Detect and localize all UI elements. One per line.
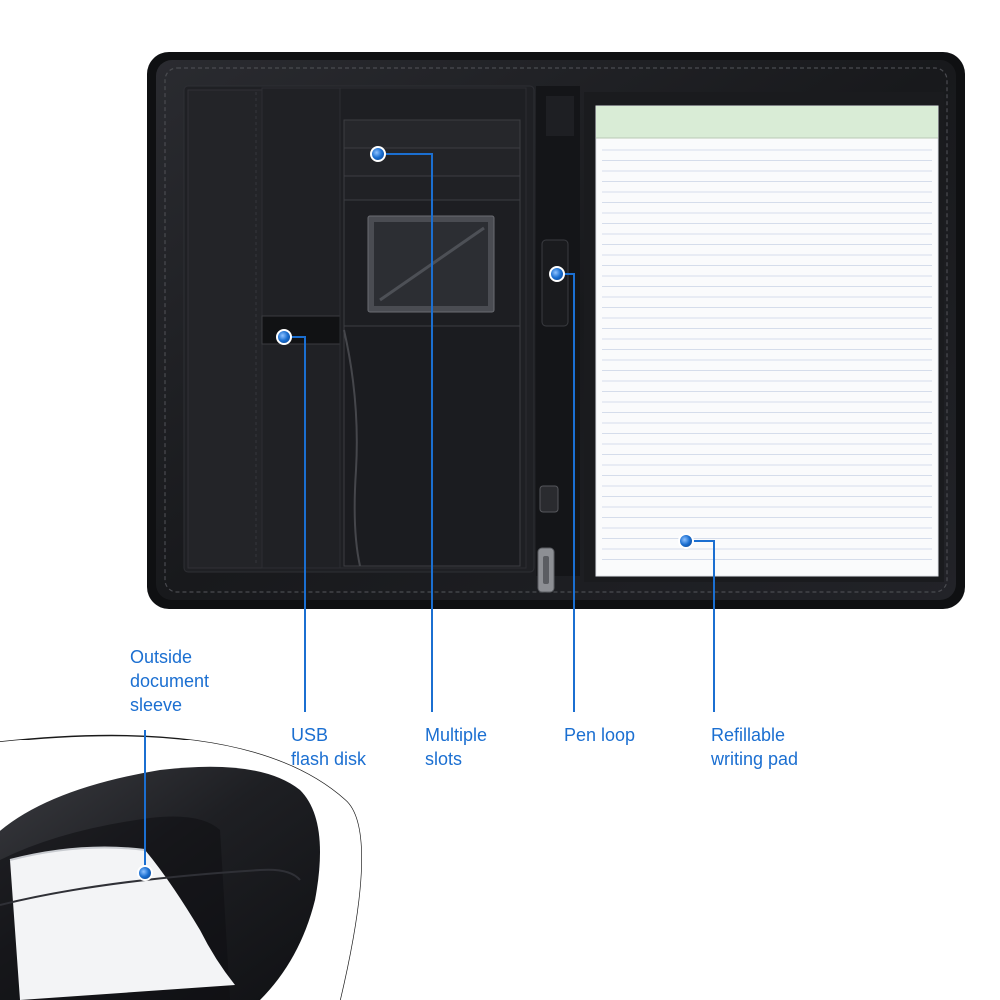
- callout-refillable-writing-pad: Refillable writing pad: [711, 725, 799, 769]
- callout-multiple-slots: Multiple slots: [425, 725, 488, 769]
- callout-dot-icon: [276, 329, 292, 345]
- leader-slots: [378, 153, 433, 712]
- writing-pad: [584, 92, 944, 582]
- sleeve-inset: [0, 734, 363, 1000]
- callout-pen-loop: Pen loop: [564, 725, 636, 745]
- left-panel: [183, 85, 535, 573]
- spine: [536, 86, 580, 593]
- leader-pad: [686, 540, 715, 712]
- callout-dots: [137, 146, 694, 881]
- callout-dot-icon: [370, 146, 386, 162]
- callout-outside-document-sleeve: Outside document sleeve: [130, 647, 210, 715]
- zipper-pull: [539, 485, 559, 513]
- sleeve-papers: [10, 847, 235, 1000]
- callout-dot-icon: [678, 533, 694, 549]
- writing-pad-header: [596, 106, 938, 138]
- writing-pad-lines: [602, 149, 932, 560]
- pen-loop: [541, 239, 569, 327]
- padfolio: [147, 52, 965, 609]
- callout-dot-icon: [137, 865, 153, 881]
- usb-strap: [261, 315, 341, 345]
- callout-dot-icon: [549, 266, 565, 282]
- callout-usb-flash-disk: USB flash disk: [291, 725, 367, 769]
